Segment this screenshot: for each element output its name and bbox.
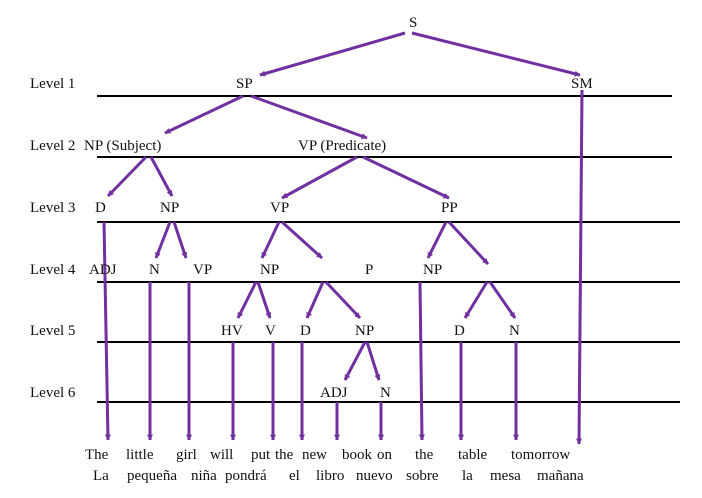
arrow-np-np <box>149 156 174 197</box>
node-np-l4b: NP <box>423 262 442 278</box>
arrow-np5-n <box>365 341 381 381</box>
spanish-sentence: La pequeña niña pondrá el libro nuevo so… <box>93 468 584 484</box>
level-label-5: Level 5 <box>30 323 75 339</box>
arrow-np4b-d <box>463 281 489 319</box>
spanish-word: el <box>289 468 300 484</box>
arrow-pp-np <box>426 221 448 259</box>
english-sentence: The little girl will put the new book on… <box>85 447 570 463</box>
node-hv-l5: HV <box>221 323 243 339</box>
arrow-vp3-p <box>280 220 324 260</box>
arrow-vp-vp <box>281 155 358 200</box>
node-adj-l6: ADJ <box>320 385 348 401</box>
level-label-2: Level 2 <box>30 138 75 154</box>
node-vp-predicate: VP (Predicate) <box>298 138 386 154</box>
arrow-down-tomorrow <box>576 89 584 445</box>
branch-arrows <box>106 31 581 381</box>
arrow-down-on <box>418 281 425 441</box>
word-arrows <box>102 89 584 445</box>
node-vp-l3: VP <box>270 200 289 216</box>
english-word: the <box>415 447 434 463</box>
spanish-word: mesa <box>490 468 521 484</box>
arrow-vp-pp <box>362 155 450 200</box>
node-np-l4a: NP <box>260 262 279 278</box>
node-sm: SM <box>571 76 593 92</box>
english-word: new <box>302 447 327 463</box>
node-n-l5: N <box>509 323 520 339</box>
arrow-np5-adj <box>343 341 367 381</box>
spanish-word: pondrá <box>225 468 267 484</box>
level-label-6: Level 6 <box>30 385 76 401</box>
arrow-p-d <box>305 281 325 319</box>
arrow-np4-hv <box>236 281 258 319</box>
english-word: will <box>210 447 233 463</box>
spanish-word: La <box>93 468 109 484</box>
spanish-word: niña <box>191 468 217 484</box>
english-word: girl <box>176 447 197 463</box>
spanish-word: sobre <box>406 468 439 484</box>
arrow-vp3-np <box>260 221 281 259</box>
node-s: S <box>409 15 417 31</box>
node-np-subject: NP (Subject) <box>84 138 161 154</box>
arrow-np4-v <box>256 281 272 319</box>
english-word: tomorrow <box>511 447 570 463</box>
arrow-p-np <box>324 280 362 320</box>
arrow-np-d <box>106 155 148 198</box>
node-v-l5: V <box>265 323 276 339</box>
node-adj-l4: ADJ <box>89 262 117 278</box>
arrow-sp-np <box>164 94 244 135</box>
tree-nodes: S SP SM NP (Subject) VP (Predicate) D NP… <box>84 15 593 401</box>
english-word: table <box>458 447 487 463</box>
arrow-sp-vp <box>250 94 368 140</box>
arrow-s-sm <box>411 31 581 77</box>
english-word: on <box>377 447 393 463</box>
arrow-pp-p <box>447 220 490 266</box>
spanish-word: la <box>462 468 473 484</box>
level-labels: Level 1 Level 2 Level 3 Level 4 Level 5 … <box>30 76 76 401</box>
node-p-l4: P <box>365 262 373 278</box>
english-word: little <box>126 447 154 463</box>
english-word: book <box>342 447 373 463</box>
level-label-3: Level 3 <box>30 200 75 216</box>
node-sp: SP <box>236 76 253 92</box>
arrow-np3-vp <box>172 221 188 259</box>
arrow-np4b-n <box>488 281 517 319</box>
node-n-l4: N <box>149 262 160 278</box>
arrow-down-the <box>102 221 111 441</box>
spanish-word: mañana <box>537 468 584 484</box>
node-np-l5: NP <box>355 323 374 339</box>
node-np-l3: NP <box>160 200 179 216</box>
node-pp-l3: PP <box>441 200 458 216</box>
spanish-word: nuevo <box>356 468 393 484</box>
spanish-word: pequeña <box>127 468 177 484</box>
level-rules <box>97 95 680 403</box>
arrow-s-sp <box>259 31 406 77</box>
node-n-l6: N <box>380 385 391 401</box>
level-label-4: Level 4 <box>30 262 76 278</box>
node-d-l5a: D <box>300 323 311 339</box>
english-word: the <box>275 447 294 463</box>
node-vp-l4: VP <box>193 262 212 278</box>
level-label-1: Level 1 <box>30 76 75 92</box>
english-word: The <box>85 447 109 463</box>
arrow-np3-n <box>154 221 172 259</box>
node-d-l3: D <box>95 200 106 216</box>
spanish-word: libro <box>316 468 344 484</box>
node-d-l5b: D <box>454 323 465 339</box>
english-word: put <box>251 447 271 463</box>
